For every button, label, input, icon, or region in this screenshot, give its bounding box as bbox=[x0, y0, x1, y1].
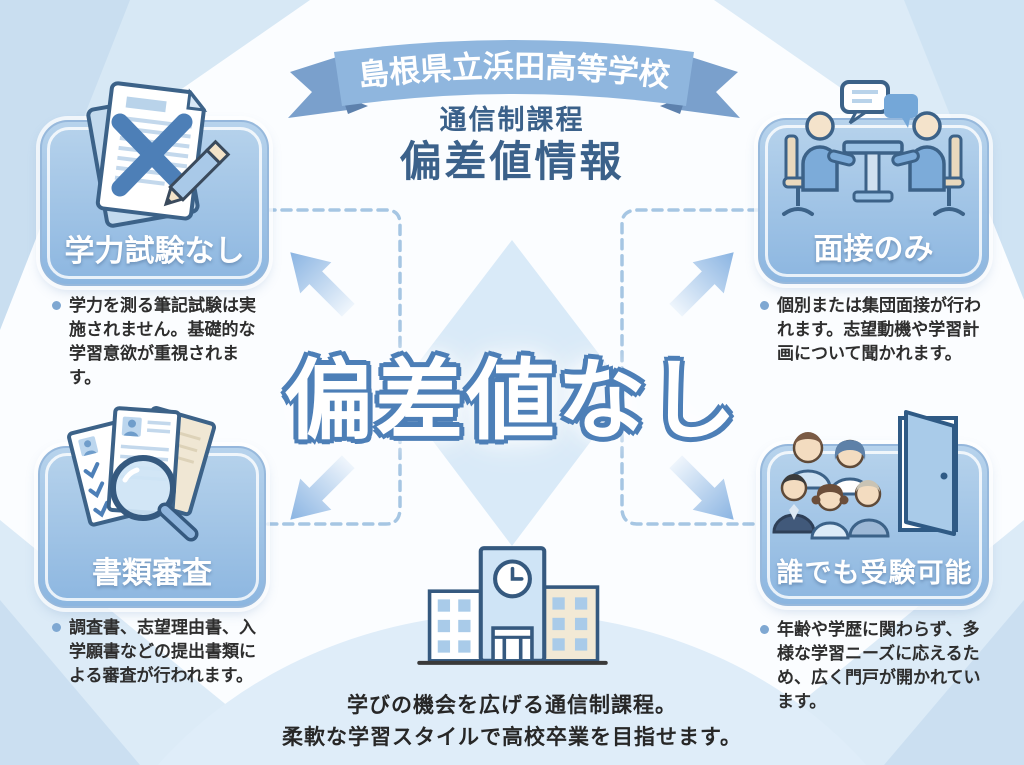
arrow-icon bbox=[274, 446, 364, 536]
no-exam-text: 学力を測る筆記試験は実施されません。基礎的な学習意欲が重視されます。 bbox=[69, 296, 256, 389]
cancelled-test-papers-icon bbox=[86, 81, 231, 228]
interview-description: 個別または集団面接が行われます。志望動機や学習計画について聞かれます。 bbox=[760, 294, 990, 366]
center-diamond bbox=[396, 240, 628, 546]
center-headline: 偏差値なし bbox=[284, 349, 740, 452]
document-magnifier-icon bbox=[67, 405, 217, 542]
arrow-icon bbox=[660, 236, 750, 326]
dashed-connector-right bbox=[620, 208, 760, 526]
no-exam-description: 学力を測る筆記試験は実施されません。基礎的な学習意欲が重視されます。 bbox=[52, 294, 270, 391]
card-documents-label: 書類審査 bbox=[92, 556, 212, 591]
bottom-dome bbox=[157, 613, 867, 765]
bullet-dot bbox=[52, 623, 61, 632]
bullet-dot bbox=[52, 301, 61, 310]
open-admission-text: 年齢や学歴に関わらず、多様な学習ニーズに応えるため、広く門戸が開かれています。 bbox=[777, 620, 981, 713]
people-open-door-icon bbox=[772, 410, 958, 540]
ribbon-banner: 島根県立浜田高等学校 bbox=[278, 26, 746, 126]
corner-facet bbox=[884, 600, 1024, 765]
card-no-exam-label: 学力試験なし bbox=[64, 234, 245, 269]
page-title: 偏差値情報 bbox=[399, 137, 625, 186]
interview-text: 個別または集団面接が行われます。志望動機や学習計画について聞かれます。 bbox=[777, 296, 981, 365]
corner-facet bbox=[0, 600, 140, 765]
ribbon-icon: 島根県立浜田高等学校 bbox=[288, 40, 740, 118]
card-open-admission-label: 誰でも受験可能 bbox=[776, 558, 973, 589]
course-subtitle: 通信制課程 bbox=[439, 105, 585, 136]
open-admission-description: 年齢や学歴に関わらず、多様な学習ニーズに応えるため、広く門戸が開かれています。 bbox=[760, 618, 990, 715]
interview-table-icon bbox=[782, 80, 965, 216]
arrow-icon bbox=[660, 446, 750, 536]
footer-caption-line1: 学びの機会を広げる通信制課程。 bbox=[347, 693, 677, 717]
footer-caption-line2: 柔軟な学習スタイルで高校卒業を目指せます。 bbox=[282, 725, 742, 749]
bullet-dot bbox=[760, 625, 769, 634]
school-building-icon bbox=[417, 546, 608, 665]
documents-text: 調査書、志望理由書、入学願書などの提出書類による審査が行われます。 bbox=[69, 618, 256, 687]
card-interview-label: 面接のみ bbox=[813, 232, 934, 267]
arrow-icon bbox=[274, 236, 364, 326]
documents-description: 調査書、志望理由書、入学願書などの提出書類による審査が行われます。 bbox=[52, 616, 270, 688]
bullet-dot bbox=[760, 301, 769, 310]
